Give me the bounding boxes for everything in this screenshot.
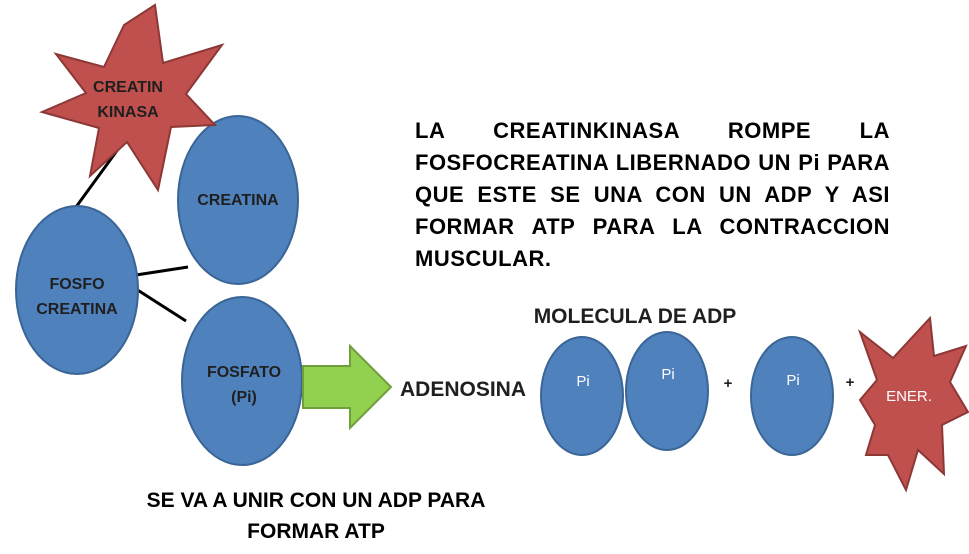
fosfocreatina-label-line2: CREATINA	[36, 301, 118, 318]
fosfocreatina-circle	[15, 205, 139, 375]
energy-label: ENER.	[886, 388, 932, 405]
creatin-kinasa-label-line1: CREATIN	[93, 79, 163, 96]
creatin-kinasa-star	[39, 3, 225, 193]
plus-sign-2: +	[846, 374, 855, 391]
adp-title: MOLECULA DE ADP	[534, 305, 737, 328]
bottom-note: SE VA A UNIR CON UN ADP PARA FORMAR ATP	[146, 489, 486, 543]
adp-pi-right-circle	[625, 331, 709, 451]
adp-pi-left-label: Pi	[576, 373, 589, 390]
fosfato-label-line1: FOSFATO	[207, 364, 281, 381]
adp-pi-left-circle	[540, 336, 624, 456]
adp-pi-right-label: Pi	[661, 366, 674, 383]
creatina-label: CREATINA	[197, 192, 279, 209]
connector-fosfocreatina-creatina	[135, 265, 189, 277]
fosfato-circle	[181, 296, 303, 466]
pi-extra-circle	[750, 336, 834, 456]
green-arrow	[302, 343, 393, 431]
creatin-kinasa-label-line2: KINASA	[97, 104, 159, 121]
plus-sign-1: +	[724, 375, 733, 392]
adenosina-label: ADENOSINA	[400, 378, 526, 401]
energy-star	[857, 315, 969, 493]
description-text: LA CREATINKINASA ROMPE LA FOSFOCREATINA …	[415, 118, 890, 271]
connector-fosfocreatina-fosfato	[135, 287, 187, 323]
fosfocreatina-label-line1: FOSFO	[49, 276, 104, 293]
creatina-circle	[177, 115, 299, 285]
fosfato-label-line2: (Pi)	[231, 389, 257, 406]
pi-extra-label: Pi	[786, 372, 799, 389]
